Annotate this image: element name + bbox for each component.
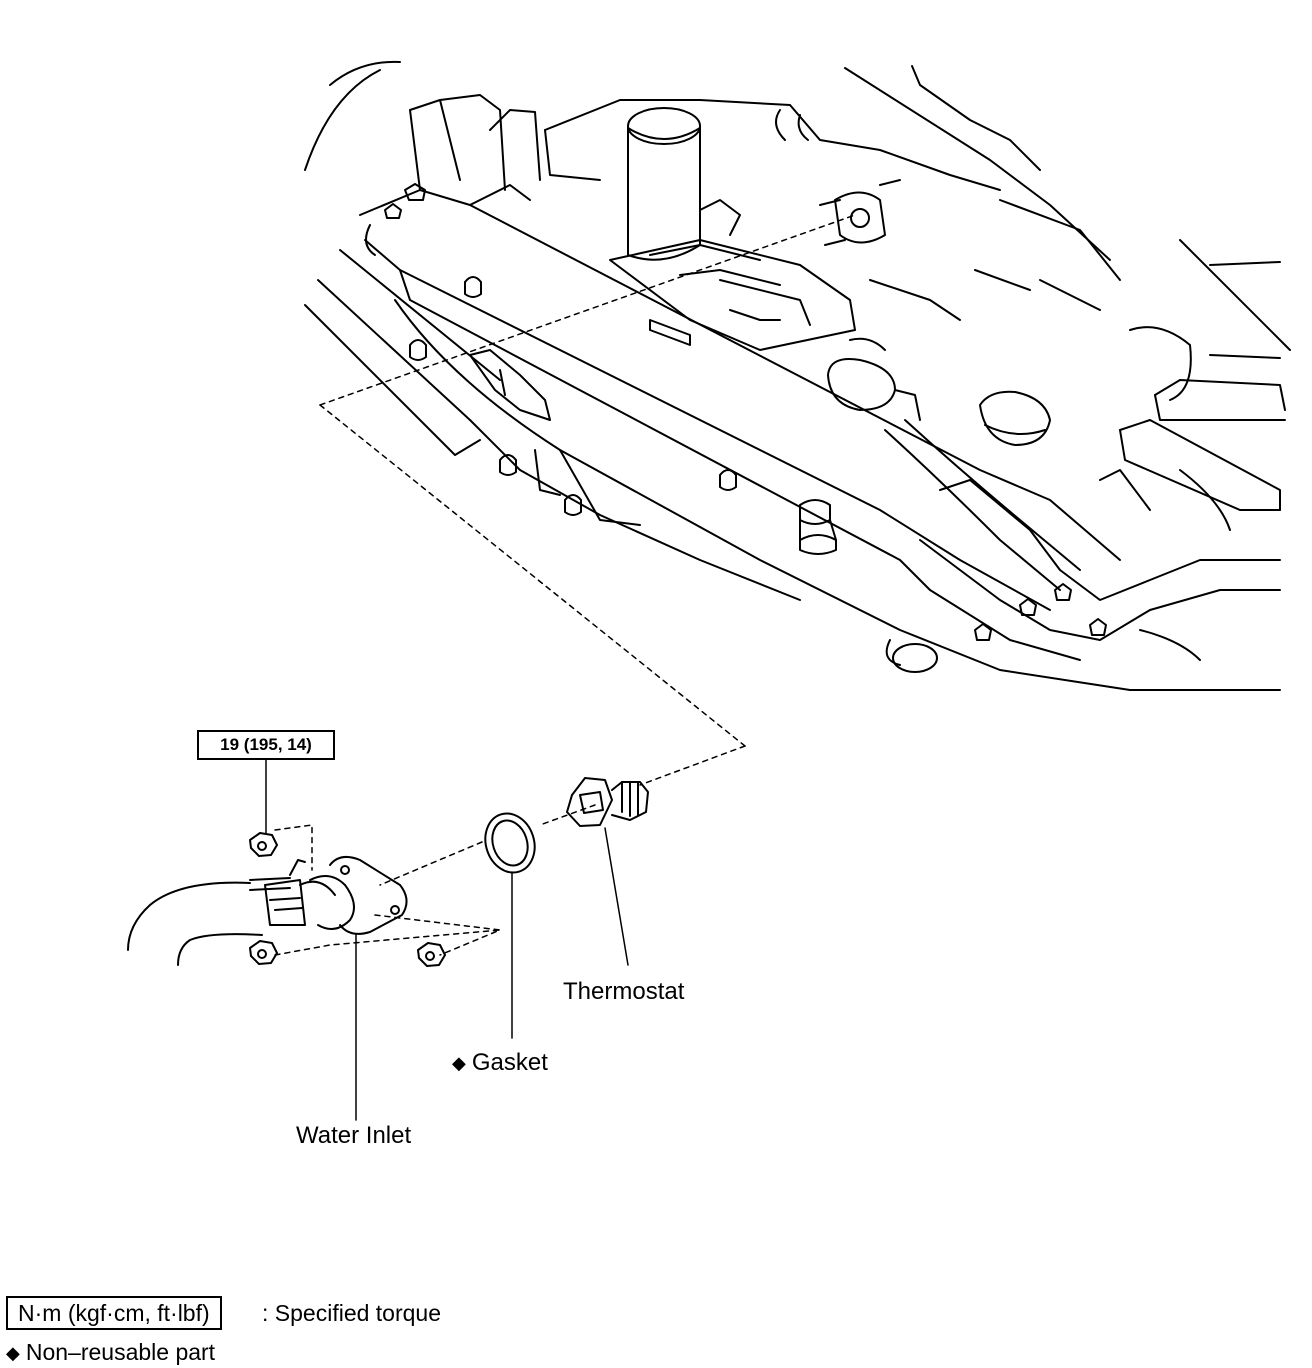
non-reusable-marker-icon: ◆ (452, 1053, 466, 1073)
legend-nonreusable-row: ◆Non–reusable part (6, 1337, 215, 1368)
label-leader-lines (265, 759, 629, 1121)
legend-torque-units: N·m (kgf·cm, ft·lbf) (6, 1296, 222, 1330)
engine-assembly-illustration (304, 60, 1291, 691)
legend-torque-desc: : Specified torque (262, 1300, 442, 1326)
gasket-label: Gasket (471, 1049, 548, 1076)
torque-spec-box: 19 (195, 14) (197, 730, 335, 760)
nut-icon (249, 940, 278, 965)
gasket-part (484, 812, 536, 874)
assembly-dashed-lines (274, 214, 856, 956)
thermostat-part (566, 777, 649, 827)
thermostat-label: Thermostat (563, 978, 685, 1005)
nuts (249, 832, 446, 967)
gasket-label-row: ◆Gasket (452, 1049, 548, 1077)
water-inlet-part (127, 855, 408, 966)
legend-nonreusable-desc: Non–reusable part (25, 1339, 216, 1365)
nut-icon (417, 942, 446, 967)
nut-icon (249, 832, 278, 857)
non-reusable-legend-icon: ◆ (6, 1343, 20, 1363)
water-inlet-label: Water Inlet (296, 1122, 412, 1149)
